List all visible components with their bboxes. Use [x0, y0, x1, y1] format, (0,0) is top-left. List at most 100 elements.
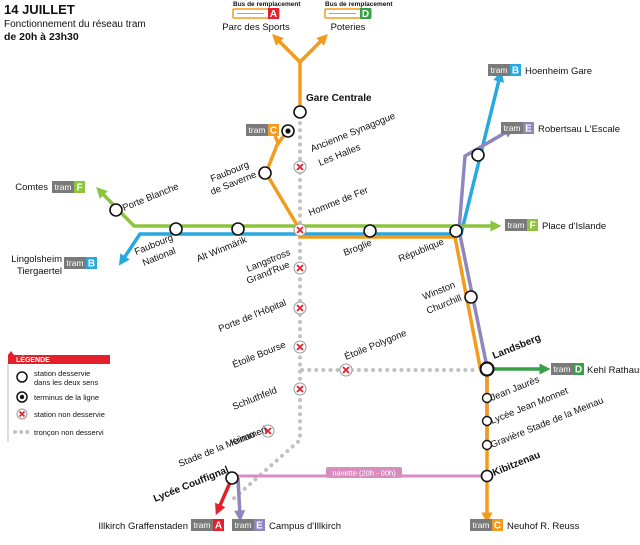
line-badge-f	[527, 219, 538, 231]
svg-text:C: C	[494, 521, 501, 532]
label-campus-illkirch: Campus d'Illkirch	[269, 521, 341, 532]
line-badge-a	[213, 519, 224, 531]
station-republique[interactable]	[449, 224, 463, 238]
line-c-stub	[273, 135, 281, 146]
label-gare-centrale: Gare Centrale	[306, 93, 372, 104]
legend-served-2: dans les deux sens	[34, 378, 98, 387]
legend-not-served: station non desservie	[34, 410, 105, 419]
svg-text:tram: tram	[67, 258, 84, 268]
station-langstross-closed[interactable]	[293, 261, 307, 275]
bus-replacement-d: Bus de remplacement D Poteries	[324, 1, 393, 33]
line-badge-d	[360, 8, 371, 19]
svg-text:tram: tram	[55, 182, 72, 192]
svg-text:tram: tram	[249, 125, 266, 135]
svg-text:C: C	[270, 126, 277, 137]
header-subtitle: Fonctionnement du réseau tram	[4, 19, 146, 30]
line-c-fork-poteries	[298, 34, 328, 64]
label-schluthfeld: Schluthfeld	[231, 385, 279, 413]
label-etoile-bourse: Étoile Bourse	[231, 339, 288, 370]
served-stations	[109, 105, 494, 483]
line-badge-e	[523, 122, 534, 134]
station-graviere[interactable]	[481, 439, 493, 451]
svg-text:E: E	[525, 124, 532, 135]
line-e-south	[234, 477, 246, 522]
header: 14 JUILLET Fonctionnement du réseau tram…	[4, 2, 146, 43]
terminus-dot	[285, 128, 291, 134]
station-jean-jaures[interactable]	[481, 392, 493, 404]
label-hoenheim-gare: Hoenheim Gare	[525, 66, 592, 77]
station-broglie[interactable]	[363, 224, 377, 238]
svg-text:B: B	[88, 259, 95, 270]
station-schluthfeld-closed[interactable]	[293, 382, 307, 396]
header-date: 14 JUILLET	[4, 2, 75, 17]
navette-badge	[326, 467, 402, 478]
bus-line-d: D	[362, 9, 369, 20]
svg-text:tram: tram	[504, 123, 521, 133]
navette-label: navette (20h - 00h)	[332, 469, 396, 478]
svg-text:tram: tram	[235, 520, 252, 530]
terminus-landsberg[interactable]	[479, 361, 495, 377]
svg-text:B: B	[512, 66, 519, 77]
terminus-lycee-couffignal[interactable]	[225, 471, 239, 485]
bus-dest-parc-des-sports: Parc des Sports	[222, 22, 290, 33]
bus-line-a: A	[270, 9, 277, 20]
line-badge-a	[268, 8, 279, 19]
svg-text:tram: tram	[491, 65, 508, 75]
legend-terminus: terminus de la ligne	[34, 393, 99, 402]
station-porte-blanche[interactable]	[109, 203, 123, 217]
station-alt-winmarik[interactable]	[231, 222, 245, 236]
bus-replacement-a: Bus de remplacement A Parc des Sports	[222, 1, 301, 33]
legend-section: tronçon non desservi	[34, 428, 104, 437]
label-lingolsheim: Lingolsheim	[11, 254, 62, 265]
station-faubourg-national[interactable]	[169, 222, 183, 236]
station-kibitzenau[interactable]	[480, 469, 494, 483]
label-kehl-rathaus: Kehl Rathaus	[587, 365, 640, 376]
legend: LÉGENDE station desservie dans les deux …	[7, 351, 110, 442]
station-lycee-jean-monnet[interactable]	[481, 415, 493, 427]
station-gare-centrale[interactable]	[293, 105, 307, 119]
station-winston-churchill[interactable]	[464, 290, 478, 304]
tag-robertsau: tram E Robertsau L'Escale	[501, 122, 620, 135]
tag-hoenheim: tram B Hoenheim Gare	[488, 64, 592, 77]
label-republique: République	[397, 237, 446, 265]
station-etoile-polygone-closed[interactable]	[339, 363, 353, 377]
line-badge-c	[492, 519, 503, 531]
label-homme-de-fer: Homme de Fer	[307, 185, 370, 219]
svg-text:F: F	[76, 183, 82, 194]
station-porte-hopital-closed[interactable]	[293, 301, 307, 315]
station-etoile-bourse-closed[interactable]	[293, 340, 307, 354]
tag-place-islande: tram F Place d'Islande	[505, 219, 606, 232]
tag-campus: tram E Campus d'Illkirch	[232, 519, 341, 532]
line-badge-b	[86, 257, 97, 269]
legend-title: LÉGENDE	[16, 355, 50, 364]
svg-text:D: D	[575, 365, 582, 376]
line-badge-b	[510, 64, 521, 76]
station-ancienne-synagogue-closed[interactable]	[293, 160, 307, 174]
tag-comtes: Comtes tram F	[15, 181, 85, 194]
svg-text:tram: tram	[194, 520, 211, 530]
legend-header-bar	[8, 355, 110, 364]
legend-served-icon	[16, 371, 28, 383]
label-krimmeri-2: Stade de la Meinau	[177, 429, 257, 470]
station-faubourg-de-saverne[interactable]	[258, 166, 272, 180]
tag-lingolsheim: Lingolsheim Tiergaertel tram B	[11, 254, 97, 277]
label-comtes: Comtes	[15, 182, 48, 193]
label-etoile-polygone: Étoile Polygone	[343, 328, 408, 363]
label-neuhof: Neuhof R. Reuss	[507, 521, 580, 532]
svg-text:tram: tram	[554, 364, 571, 374]
station-robertsau-junction[interactable]	[471, 148, 485, 162]
label-landsberg: Landsberg	[491, 332, 543, 361]
line-badge-e	[254, 519, 265, 531]
station-homme-de-fer[interactable]	[293, 223, 307, 237]
svg-text:A: A	[215, 521, 222, 532]
tag-gare-c: tram C	[246, 124, 279, 137]
bus-label: Bus de remplacement	[325, 1, 393, 8]
station-krimmeri-closed[interactable]	[261, 424, 275, 438]
line-badge-c	[268, 124, 279, 136]
label-broglie: Broglie	[342, 238, 374, 259]
svg-text:E: E	[256, 521, 263, 532]
label-place-islande: Place d'Islande	[542, 221, 606, 232]
label-porte-blanche: Porte Blanche	[121, 181, 180, 214]
svg-text:tram: tram	[473, 520, 490, 530]
